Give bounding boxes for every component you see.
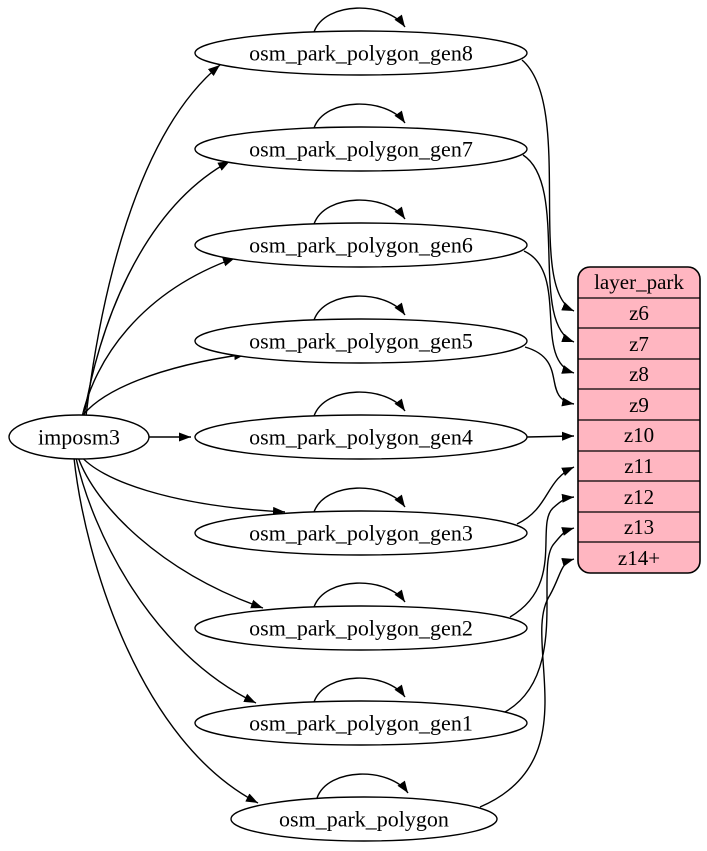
zoom-row-z11: z11 (624, 454, 654, 478)
zoom-row-z9: z9 (629, 393, 649, 417)
node-osm-park-polygon: osm_park_polygon (230, 796, 498, 842)
edge-imposm3-to-gen6 (81, 257, 236, 418)
edge-gen5-to-z9 (524, 346, 575, 407)
zoom-row-z8: z8 (629, 362, 649, 386)
self-loop-polygon (316, 773, 409, 799)
gen2-ellipse (194, 605, 528, 651)
gen3-ellipse (194, 510, 528, 556)
imposm3-ellipse (8, 414, 150, 460)
gen8-label: osm_park_polygon_gen8 (249, 41, 473, 66)
edge-imposm3-to-gen5 (79, 351, 247, 420)
self-loop-gen5 (313, 295, 406, 321)
node-osm-park-polygon-gen2: osm_park_polygon_gen2 (194, 605, 528, 651)
node-imposm3: imposm3 (8, 414, 150, 460)
gen1-label: osm_park_polygon_gen1 (249, 711, 473, 736)
imposm3-label: imposm3 (38, 425, 120, 450)
node-osm-park-polygon-gen8: osm_park_polygon_gen8 (194, 30, 528, 76)
node-osm-park-polygon-gen6: osm_park_polygon_gen6 (194, 222, 528, 268)
gen7-ellipse (194, 126, 528, 172)
self-loop-gen4 (313, 391, 406, 417)
self-loop-gen7 (313, 103, 406, 129)
edge-gen3-to-z11 (516, 466, 575, 525)
self-loop-gen3 (313, 487, 406, 513)
zoom-row-z10: z10 (624, 423, 654, 447)
edge-polygon-to-z14 (479, 557, 575, 808)
gen4-label: osm_park_polygon_gen4 (249, 425, 473, 450)
edge-imposm3-to-gen7 (83, 160, 231, 417)
edge-gen1-to-z13 (504, 527, 575, 713)
gen6-label: osm_park_polygon_gen6 (249, 233, 473, 258)
gen4-ellipse (194, 414, 528, 460)
polygon-label: osm_park_polygon (279, 807, 449, 832)
edge-imposm3-to-gen1 (75, 457, 257, 704)
polygon-ellipse (230, 796, 498, 842)
edge-imposm3-to-polygon (73, 457, 259, 804)
zoom-row-z7: z7 (629, 332, 649, 356)
node-osm-park-polygon-gen7: osm_park_polygon_gen7 (194, 126, 528, 172)
node-osm-park-polygon-gen4: osm_park_polygon_gen4 (194, 414, 528, 460)
edge-gen2-to-z12 (509, 493, 575, 618)
edge-gen7-to-z7 (522, 154, 575, 343)
edge-gen4-to-z10 (526, 431, 575, 441)
gen8-ellipse (194, 30, 528, 76)
node-osm-park-polygon-gen5: osm_park_polygon_gen5 (194, 318, 528, 364)
self-loop-gen1 (313, 677, 406, 703)
gen2-label: osm_park_polygon_gen2 (249, 616, 473, 641)
zoom-row-z13: z13 (624, 515, 654, 539)
zoom-row-z12: z12 (624, 485, 654, 509)
self-loop-gen2 (313, 582, 406, 608)
node-osm-park-polygon-gen3: osm_park_polygon_gen3 (194, 510, 528, 556)
gen7-label: osm_park_polygon_gen7 (249, 137, 473, 162)
self-loop-gen6 (313, 199, 406, 225)
gen5-ellipse (194, 318, 528, 364)
gen5-label: osm_park_polygon_gen5 (249, 329, 473, 354)
zoom-row-z6: z6 (629, 301, 649, 325)
edge-gen8-to-z6 (521, 59, 575, 312)
gen1-ellipse (194, 700, 528, 746)
edge-gen6-to-z8 (523, 250, 575, 374)
gen3-label: osm_park_polygon_gen3 (249, 521, 473, 546)
edge-imposm3-to-gen3 (79, 454, 286, 516)
gen6-ellipse (194, 222, 528, 268)
edge-imposm3-to-gen8 (85, 64, 221, 417)
layer-park-title: layer_park (594, 270, 684, 294)
node-layer-park: layer_park z6 z7 z8 z9 z10 z11 z12 z13 z… (577, 266, 701, 574)
zoom-row-z14plus: z14+ (618, 546, 660, 570)
self-loop-gen8 (313, 7, 406, 33)
edge-imposm3-to-gen2 (77, 456, 264, 609)
node-osm-park-polygon-gen1: osm_park_polygon_gen1 (194, 700, 528, 746)
